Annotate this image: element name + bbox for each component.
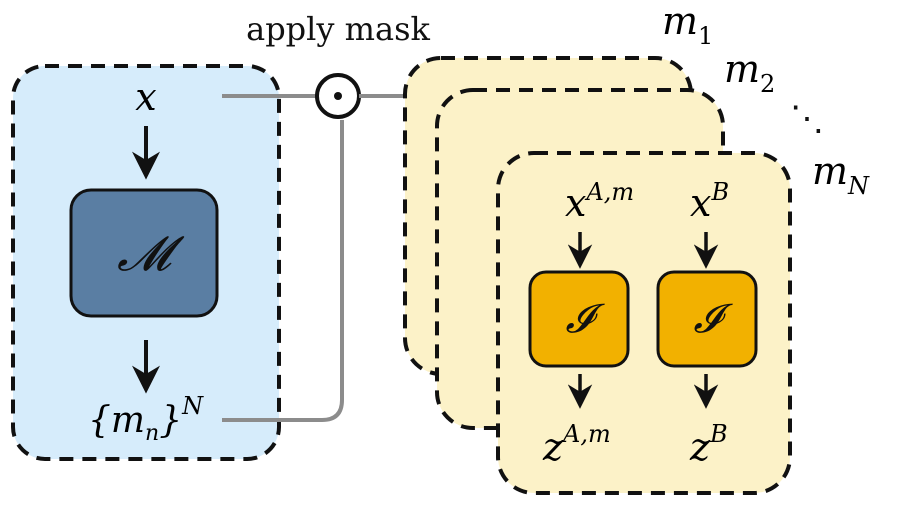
mask-label-mN: mN bbox=[812, 149, 870, 200]
mask-model-box bbox=[69, 188, 219, 318]
left-input-x: x bbox=[135, 75, 156, 119]
connector-masks-to-odot bbox=[222, 120, 344, 422]
output-b-label: zB bbox=[689, 420, 728, 469]
input-a-label: xA,m bbox=[565, 178, 634, 225]
encoder-b-box bbox=[656, 270, 758, 368]
apply-mask-label: apply mask bbox=[246, 10, 430, 48]
mask-label-m2: m2 bbox=[724, 47, 775, 98]
odot-center bbox=[334, 92, 342, 100]
output-a-label: zA,m bbox=[542, 420, 611, 469]
encoder-a-box bbox=[528, 270, 630, 368]
input-b-label: xB bbox=[690, 178, 729, 225]
mask-label-m1: m1 bbox=[662, 0, 713, 50]
mask-ellipsis: ⋱ bbox=[790, 99, 824, 139]
mask-set-label: {mn}N bbox=[88, 392, 204, 446]
